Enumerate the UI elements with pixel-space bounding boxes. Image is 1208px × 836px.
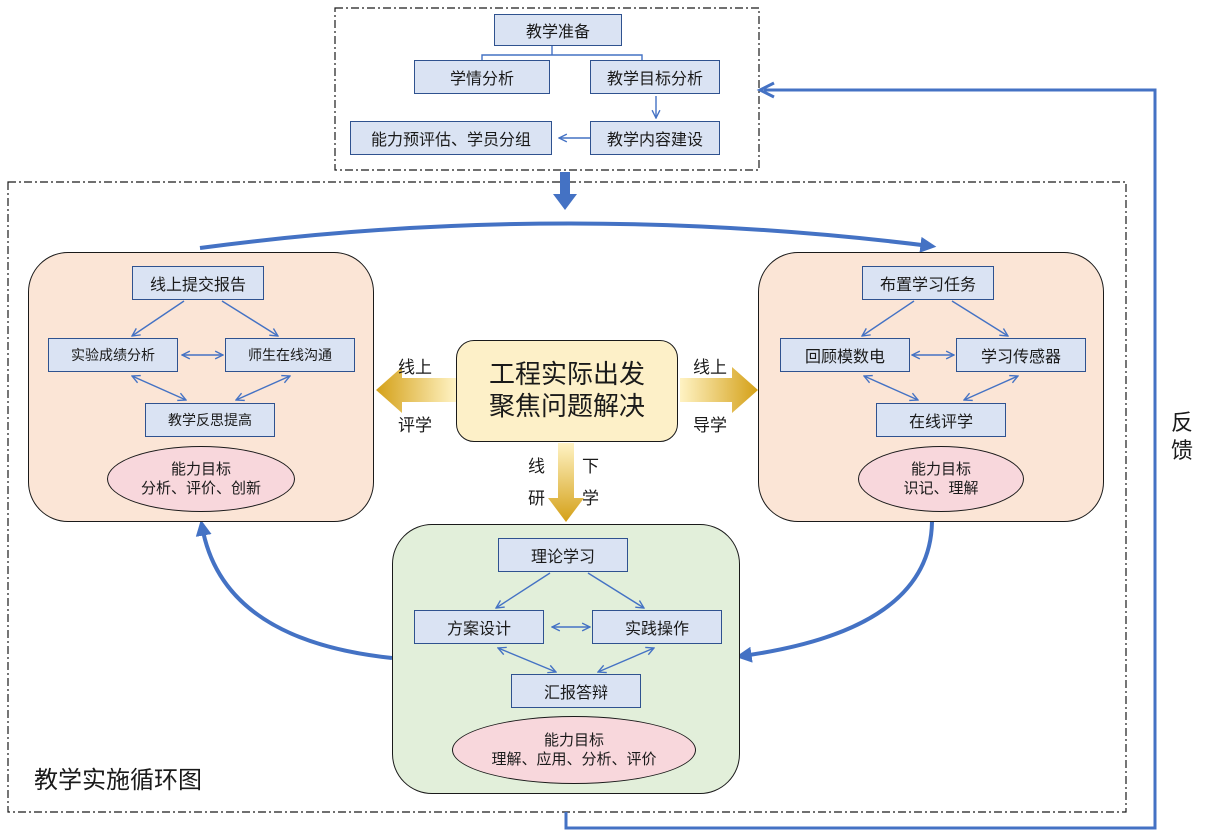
practical-operation-box: 实践操作	[592, 610, 722, 644]
cycle-arrow-bottom-to-left	[195, 519, 393, 660]
right-ability-goal-oval: 能力目标 识记、理解	[858, 446, 1024, 512]
online-assessment-box: 在线评学	[876, 403, 1006, 437]
submit-report-box: 线上提交报告	[132, 266, 264, 300]
core-principle-line1: 工程实际出发	[488, 360, 645, 390]
arrow-review-assessment	[864, 376, 918, 400]
ability-goal-title: 能力目标	[543, 731, 604, 749]
content-building-box: 教学内容建设	[590, 121, 720, 155]
arrow-task-to-review	[862, 300, 915, 336]
theory-study-box: 理论学习	[498, 538, 628, 572]
label-online-right-top: 线上	[693, 358, 727, 378]
core-principle-line2: 聚焦问题解决	[488, 392, 645, 422]
ability-goal-title: 能力目标	[910, 460, 971, 478]
prep-title-box: 教学准备	[494, 14, 622, 46]
feedback-arrow-head	[756, 81, 775, 99]
bottom-ability-goal-oval: 能力目标 理解、应用、分析、评价	[452, 716, 696, 784]
feedback-loop-line	[564, 88, 1157, 830]
ability-goal-text: 分析、评价、创新	[140, 479, 261, 497]
arrow-theory-to-design	[496, 572, 551, 608]
arrow-grade-reflection	[132, 376, 186, 400]
arrow-report-to-comm	[221, 300, 278, 336]
label-offline-left-1: 线	[528, 457, 545, 477]
cycle-diagram-title: 教学实施循环图	[34, 766, 202, 794]
arrow-sensors-assessment	[964, 376, 1018, 400]
arrow-comm-reflection	[236, 376, 290, 400]
preparation-container	[334, 7, 760, 171]
scheme-design-box: 方案设计	[414, 610, 544, 644]
teaching-reflection-box: 教学反思提高	[145, 403, 275, 437]
label-online-right-bottom: 导学	[693, 416, 727, 436]
learner-analysis-box: 学情分析	[414, 60, 550, 94]
ability-goal-text: 理解、应用、分析、评价	[491, 750, 657, 768]
label-online-left-bottom: 评学	[398, 416, 432, 436]
learn-sensors-box: 学习传感器	[956, 338, 1086, 372]
prep-to-cycle-arrow	[553, 172, 577, 210]
feedback-char-1: 反	[1170, 411, 1193, 436]
objective-analysis-box: 教学目标分析	[590, 60, 720, 94]
label-online-left-top: 线上	[398, 358, 432, 378]
center-to-right-arrow	[680, 367, 758, 413]
review-electronics-box: 回顾模数电	[780, 338, 910, 372]
ability-goal-title: 能力目标	[170, 460, 231, 478]
label-offline-right-1: 下	[582, 457, 599, 477]
arrow-report-to-grade	[132, 300, 185, 336]
feedback-label: 反 馈	[1170, 410, 1194, 466]
core-principle-box: 工程实际出发 聚焦问题解决	[456, 340, 678, 442]
report-defense-box: 汇报答辩	[511, 674, 641, 708]
feedback-char-2: 馈	[1170, 439, 1193, 464]
left-ability-goal-oval: 能力目标 分析、评价、创新	[107, 446, 295, 512]
ability-goal-text: 识记、理解	[903, 479, 979, 497]
label-offline-right-2: 学	[582, 489, 599, 509]
arrow-practice-defense	[598, 648, 654, 672]
prep-tree-connector	[481, 46, 643, 60]
cycle-arrow-right-to-bottom	[735, 521, 934, 663]
assign-task-box: 布置学习任务	[862, 266, 994, 300]
center-to-left-arrow	[376, 367, 456, 413]
arrow-design-defense	[498, 648, 556, 672]
pre-assessment-box: 能力预评估、学员分组	[350, 121, 552, 155]
center-to-bottom-arrow	[548, 443, 584, 522]
cycle-arrow-left-to-right	[199, 221, 937, 253]
teacher-student-comm-box: 师生在线沟通	[225, 338, 355, 372]
arrow-task-to-sensors	[951, 300, 1008, 336]
label-offline-left-2: 研	[528, 489, 545, 509]
arrow-theory-to-practice	[587, 572, 644, 608]
grade-analysis-box: 实验成绩分析	[48, 338, 178, 372]
